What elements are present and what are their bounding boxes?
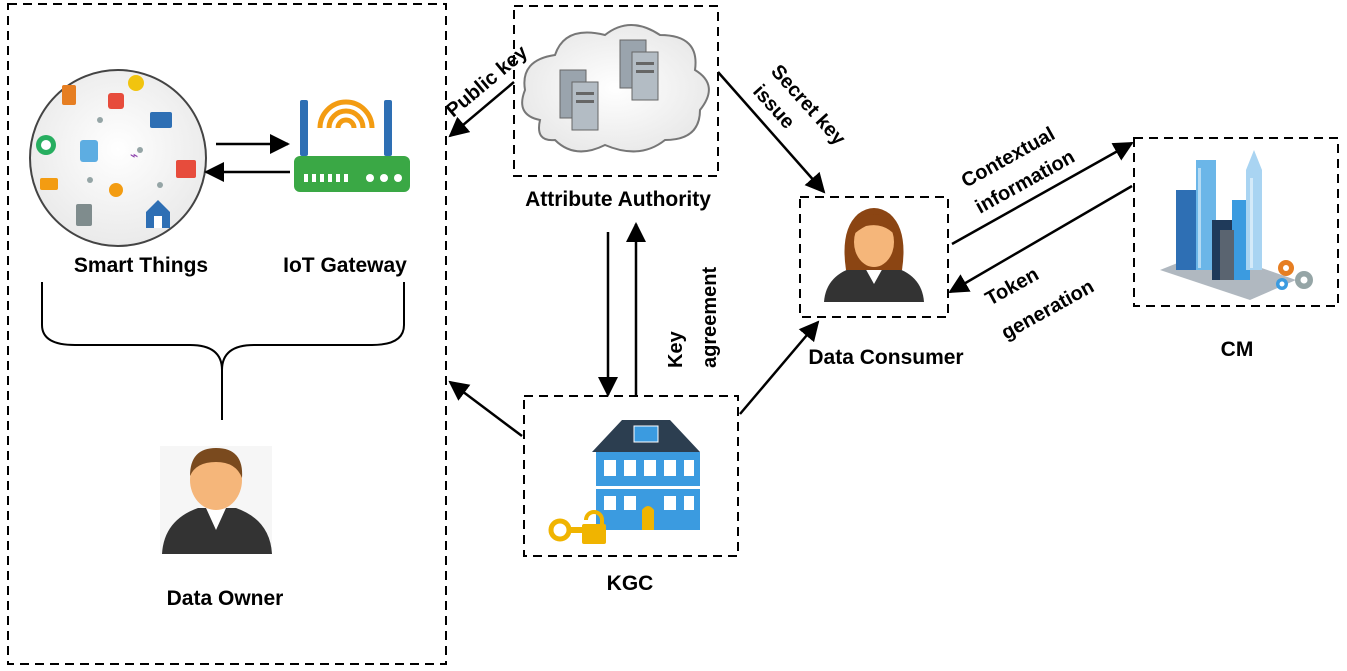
kgc-to-consumer-arrow	[739, 320, 820, 415]
smart-things-label: Smart Things	[74, 254, 208, 277]
attribute-authority-label: Attribute Authority	[525, 188, 711, 211]
public-key-label: Public key	[442, 41, 533, 122]
data-owner-avatar	[160, 446, 272, 554]
key-lock-icon	[548, 510, 606, 544]
data-consumer-label: Data Consumer	[808, 346, 963, 369]
iot-gateway-icon	[294, 99, 410, 192]
kgc-label: KGC	[607, 572, 654, 595]
token-generation-arrow	[948, 184, 1133, 294]
kgc-box	[523, 395, 739, 557]
cloud-servers-icon	[521, 24, 710, 153]
cm-city-icon	[1160, 150, 1296, 300]
svg-text:⌁: ⌁	[130, 148, 138, 164]
data-owner-domain-box	[7, 3, 447, 665]
cm-label: CM	[1221, 338, 1254, 361]
attribute-authority-box	[513, 5, 719, 177]
gears-icon	[1276, 260, 1313, 290]
data-owner-label: Data Owner	[167, 587, 284, 610]
grouping-brace	[41, 282, 405, 420]
key-label: Key	[665, 330, 687, 368]
iot-gateway-label: IoT Gateway	[283, 254, 407, 277]
agreement-label: agreement	[699, 267, 721, 368]
kgc-building-icon	[592, 420, 700, 530]
smart-things-icon: ⌁	[29, 69, 207, 247]
kgc-to-owner-arrow	[448, 380, 523, 437]
public-key-arrow	[448, 81, 515, 138]
token-label: Token	[982, 263, 1043, 310]
secret-key-arrow	[717, 71, 826, 194]
data-consumer-avatar	[824, 208, 924, 302]
cm-box	[1133, 137, 1339, 307]
contextual-information-arrow	[951, 141, 1134, 246]
